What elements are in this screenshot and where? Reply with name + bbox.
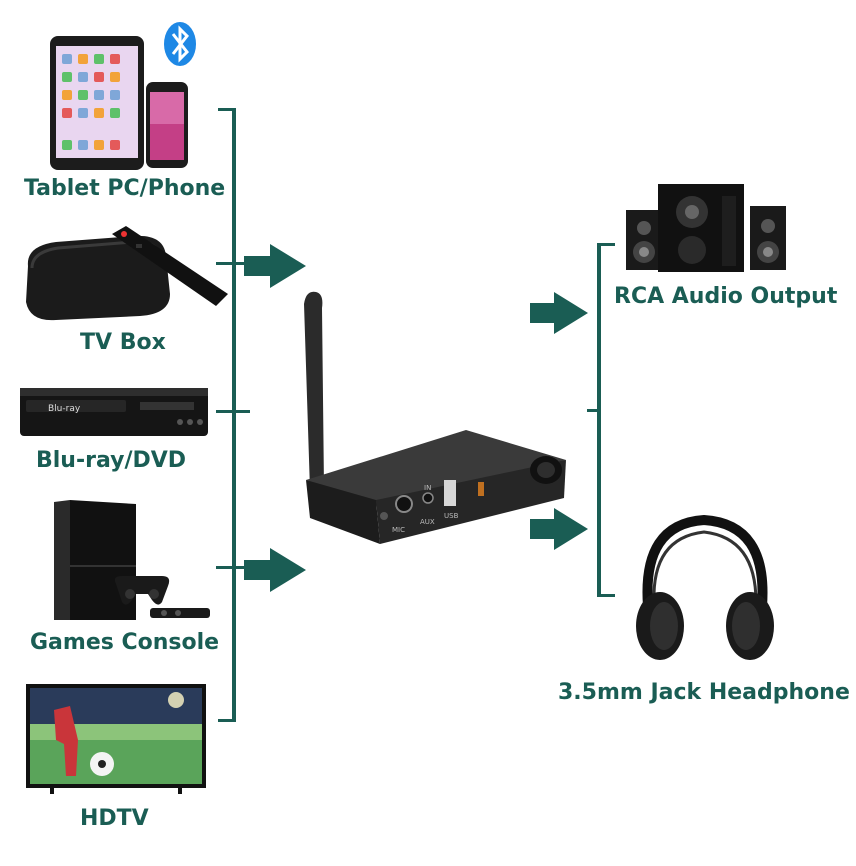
left-bracket-tick-4 <box>216 566 250 569</box>
bluray-player-icon: Blu-ray <box>20 384 210 440</box>
left-bracket-tick-1 <box>218 108 234 111</box>
source-label-console: Games Console <box>30 630 220 655</box>
speakers-icon <box>624 180 788 274</box>
left-bracket-tick-2 <box>216 262 250 265</box>
bluetooth-icon <box>164 22 196 66</box>
right-bracket-tick-3 <box>597 594 615 597</box>
source-label-hdtv: HDTV <box>80 806 149 831</box>
right-bracket-tick-2 <box>587 409 601 412</box>
svg-text:Blu-ray: Blu-ray <box>48 404 81 414</box>
arrow-right-icon <box>530 508 588 550</box>
port-label-mic: MIC <box>392 526 405 534</box>
port-label-in: IN <box>424 484 431 492</box>
hdtv-icon <box>26 680 208 800</box>
left-bracket-tick-5 <box>218 719 234 722</box>
right-bracket-vertical <box>597 243 601 597</box>
game-console-icon <box>50 496 220 626</box>
source-label-tv-box: TV Box <box>80 330 166 355</box>
headphones-icon <box>630 510 780 666</box>
bluetooth-transceiver-icon: MIC AUX USB IN <box>296 290 576 550</box>
output-label-headphone: 3.5mm Jack Headphone <box>558 680 850 705</box>
port-label-aux: AUX <box>420 518 435 526</box>
arrow-right-icon <box>244 548 306 592</box>
output-label-rca: RCA Audio Output <box>614 284 838 309</box>
right-bracket-tick-1 <box>597 243 615 246</box>
left-bracket-tick-3 <box>216 410 250 413</box>
left-bracket-vertical <box>232 108 236 722</box>
tablet-phone-icon <box>46 20 206 172</box>
arrow-right-icon <box>530 292 588 334</box>
source-label-tablet: Tablet PC/Phone <box>24 176 226 201</box>
tv-box-icon <box>16 222 236 322</box>
port-label-usb: USB <box>444 512 459 520</box>
source-label-bluray: Blu-ray/DVD <box>36 448 187 473</box>
arrow-right-icon <box>244 244 306 288</box>
